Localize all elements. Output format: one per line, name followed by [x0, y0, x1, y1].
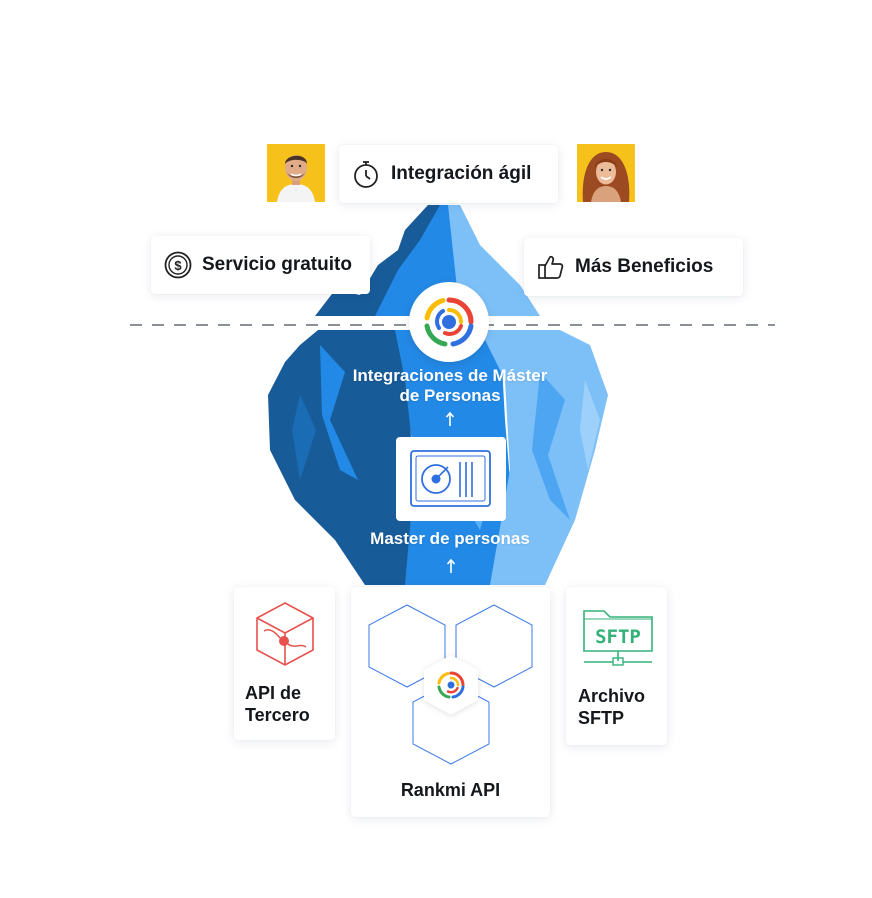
api-tercero-label: API de Tercero	[245, 682, 310, 726]
api-cube-plug-icon	[256, 602, 314, 666]
integraciones-label-line2: de Personas	[399, 386, 501, 405]
stopwatch-icon	[351, 159, 381, 189]
sftp-folder-text: SFTP	[595, 626, 641, 648]
master-personas-label: Master de personas	[370, 529, 530, 548]
archivo-sftp-line2: SFTP	[578, 708, 625, 728]
hexagon-right	[455, 604, 533, 688]
rankmi-logo-icon-small	[437, 671, 465, 699]
api-tercero-line2: Tercero	[245, 705, 310, 725]
hexagon-bottom	[412, 681, 490, 765]
rankmi-logo-icon	[424, 297, 474, 347]
dollar-coin-icon: $	[164, 251, 192, 279]
sftp-folder-icon: SFTP	[583, 610, 653, 666]
archivo-sftp-line1: Archivo	[578, 686, 646, 706]
hexagon-left	[368, 604, 446, 688]
api-tercero-card: API de Tercero	[234, 587, 335, 740]
mas-beneficios-label: Más Beneficios	[575, 256, 714, 277]
mas-beneficios-card: Más Beneficios	[524, 238, 743, 296]
archivo-sftp-label: Archivo SFTP	[578, 685, 645, 729]
rankmi-api-label: Rankmi API	[400, 780, 501, 800]
master-personas-box	[396, 437, 506, 521]
integraciones-label: Integraciones de Máster de Personas	[300, 366, 600, 406]
server-icon	[410, 450, 491, 507]
iceberg-facet-4	[580, 380, 600, 470]
rankmi-api-card: Rankmi API	[351, 587, 550, 817]
svg-text:$: $	[174, 258, 182, 273]
avatar-woman	[577, 144, 635, 202]
arrow-up-icon-2	[446, 558, 456, 573]
servicio-gratuito-card: $ Servicio gratuito	[151, 236, 370, 294]
arrow-up-icon	[445, 411, 455, 426]
iceberg-facet-1	[320, 345, 358, 480]
avatar-man	[267, 144, 325, 202]
archivo-sftp-card: SFTP Archivo SFTP	[566, 587, 667, 745]
integracion-agil-card: Integración ágil	[339, 145, 558, 203]
integracion-agil-label: Integración ágil	[391, 163, 532, 184]
thumbs-up-icon	[537, 253, 565, 281]
servicio-gratuito-label: Servicio gratuito	[202, 254, 352, 275]
iceberg-facet-3	[292, 395, 316, 480]
integraciones-label-line1: Integraciones de Máster	[352, 366, 548, 385]
iceberg-facet-2	[532, 372, 570, 520]
rankmi-logo-circle	[409, 282, 489, 362]
api-tercero-line1: API de	[245, 683, 302, 703]
